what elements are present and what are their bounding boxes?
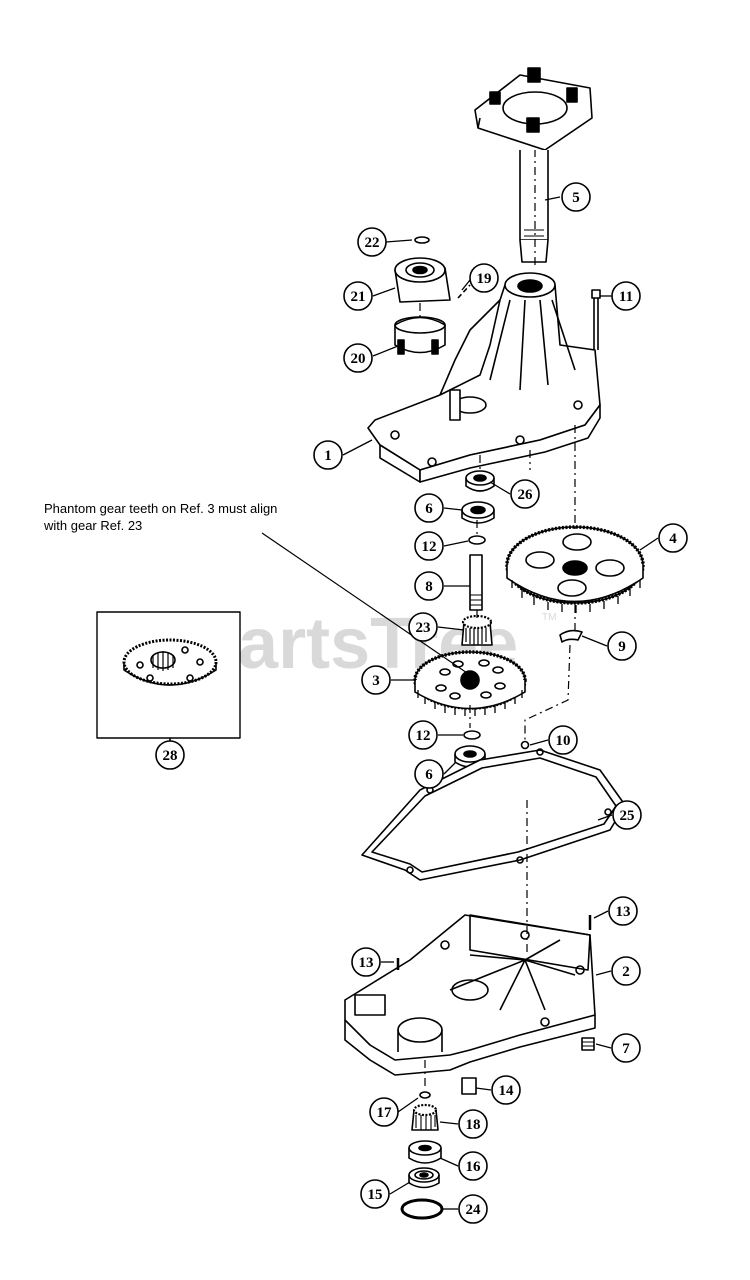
svg-text:12: 12 (416, 728, 431, 744)
svg-text:9: 9 (618, 639, 626, 655)
svg-text:8: 8 (425, 579, 433, 595)
svg-text:25: 25 (620, 808, 635, 824)
svg-text:22: 22 (365, 235, 380, 251)
svg-text:17: 17 (377, 1105, 393, 1121)
upper-housing (367, 272, 601, 483)
seal-20 (394, 316, 446, 355)
shaft-8 (469, 554, 483, 611)
washer-17 (419, 1091, 431, 1099)
svg-text:4: 4 (669, 531, 677, 547)
callout-14: 14 (491, 1075, 521, 1105)
bearing-15 (408, 1167, 440, 1189)
washer-12-lower (463, 730, 481, 740)
svg-text:16: 16 (466, 1159, 482, 1175)
callout-7: 7 (611, 1033, 641, 1063)
bearing-6-lower (454, 745, 486, 768)
svg-text:20: 20 (351, 351, 366, 367)
callout-23: 23 (408, 612, 438, 642)
callout-2: 2 (611, 956, 641, 986)
bearing-21 (394, 257, 451, 303)
svg-text:19: 19 (477, 271, 492, 287)
callout-28: 28 (155, 740, 185, 770)
callout-18: 18 (458, 1109, 488, 1139)
plug-7 (581, 1037, 595, 1051)
callout-13-left: 13 (351, 947, 381, 977)
svg-text:3: 3 (372, 673, 380, 689)
callout-26: 24 (458, 1194, 488, 1224)
callout-19: 19 (469, 263, 499, 293)
callout-21: 21 (343, 281, 373, 311)
callout-3: 3 (361, 665, 391, 695)
svg-text:24: 24 (466, 1202, 482, 1218)
bolt-11 (591, 289, 601, 350)
callout-6-upper: 6 (414, 493, 444, 523)
callout-10: 10 (548, 725, 578, 755)
callout-9: 9 (607, 631, 637, 661)
callout-4: 4 (658, 523, 688, 553)
callout-20: 20 (343, 343, 373, 373)
alignment-note-line-2: with gear Ref. 23 (44, 518, 143, 533)
callout-labels: 5 22 21 19 20 11 1 26 6 12 8 4 23 9 3 12… (155, 182, 688, 1224)
callout-12-upper: 12 (414, 531, 444, 561)
o-ring-26 (400, 1198, 444, 1220)
retaining-ring-22 (414, 236, 430, 244)
svg-text:13: 13 (616, 904, 631, 920)
svg-text:10: 10 (556, 733, 571, 749)
alignment-note-line-1: Phantom gear teeth on Ref. 3 must align (44, 501, 278, 516)
pin-10 (520, 740, 530, 750)
watermark-tm: TM (542, 612, 556, 623)
svg-text:12: 12 (422, 539, 437, 555)
assembly-axes (419, 150, 576, 1090)
callout-12-lower: 12 (408, 720, 438, 750)
svg-text:7: 7 (622, 1041, 630, 1057)
svg-text:13: 13 (359, 955, 374, 971)
callout-1: 1 (313, 440, 343, 470)
svg-text:14: 14 (499, 1083, 515, 1099)
gasket-24 (361, 748, 626, 881)
alignment-note: Phantom gear teeth on Ref. 3 must align … (44, 500, 344, 534)
svg-text:15: 15 (368, 1187, 383, 1203)
callout-22: 22 (357, 227, 387, 257)
washer-12-upper (468, 535, 486, 545)
svg-text:6: 6 (425, 767, 433, 783)
gear-18 (411, 1103, 439, 1131)
callout-13-right: 13 (608, 896, 638, 926)
callout-24: 25 (612, 800, 642, 830)
gear-4 (505, 525, 645, 613)
bearing-16 (408, 1140, 442, 1164)
bearing-25 (465, 470, 495, 492)
inset-box-28 (96, 611, 241, 745)
svg-text:1: 1 (324, 448, 332, 464)
lower-case-2 (344, 914, 596, 1076)
bearing-6-upper (461, 501, 495, 524)
gear-3 (413, 650, 527, 716)
callout-leaders (342, 196, 659, 1210)
svg-text:2: 2 (622, 964, 630, 980)
svg-text:23: 23 (416, 620, 431, 636)
callout-5: 5 (561, 182, 591, 212)
callout-11: 11 (611, 281, 641, 311)
callout-17: 17 (369, 1097, 399, 1127)
svg-text:26: 26 (518, 487, 534, 503)
callout-16: 16 (458, 1151, 488, 1181)
svg-text:6: 6 (425, 501, 433, 517)
pinion-gear-23 (461, 614, 493, 646)
svg-text:18: 18 (466, 1117, 481, 1133)
plug-14 (461, 1077, 477, 1095)
callout-25: 26 (510, 479, 540, 509)
callout-8: 8 (414, 571, 444, 601)
note-leader-line (261, 532, 471, 676)
leader-19 (457, 284, 471, 299)
svg-text:5: 5 (572, 190, 580, 206)
svg-text:21: 21 (351, 289, 366, 305)
clip-9 (559, 629, 583, 643)
callout-6-lower: 6 (414, 759, 444, 789)
svg-text:28: 28 (163, 748, 178, 764)
output-shaft-flange (474, 67, 593, 263)
callout-15: 15 (360, 1179, 390, 1209)
svg-text:11: 11 (619, 289, 633, 305)
